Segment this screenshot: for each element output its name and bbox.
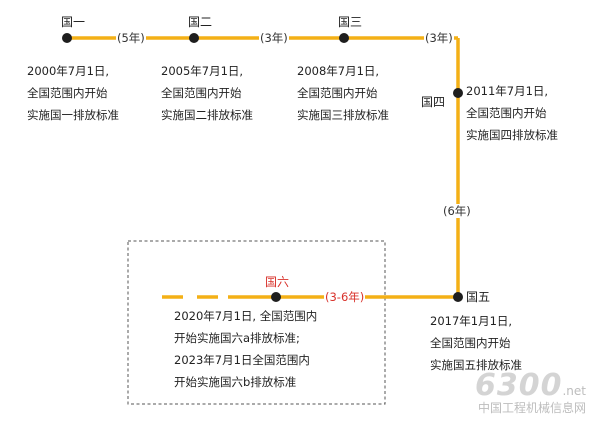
description-line: 2020年7月1日, 全国范围内	[174, 309, 318, 323]
gap-label: (3年)	[259, 31, 289, 45]
watermark-logo-number: 6300	[474, 368, 563, 403]
gap-label: (5年)	[116, 31, 146, 45]
stage-description-guoyi: 2000年7月1日, 全国范围内开始 实施国一排放标准	[27, 60, 119, 126]
watermark: 6300.net 中国工程机械信息网	[475, 371, 586, 416]
description-line: 实施国一排放标准	[27, 108, 119, 122]
description-line: 2011年7月1日,	[466, 84, 549, 98]
stage-description-guoer: 2005年7月1日, 全国范围内开始 实施国二排放标准	[161, 60, 253, 126]
description-line: 2000年7月1日,	[27, 64, 110, 78]
stage-label-guoer: 国二	[188, 15, 213, 29]
gap-label: (6年)	[442, 204, 472, 218]
stage-node-guoyi	[62, 33, 72, 43]
description-line: 实施国三排放标准	[297, 108, 389, 122]
description-line: 2008年7月1日,	[297, 64, 380, 78]
description-line: 实施国二排放标准	[161, 108, 253, 122]
gap-label: (3年)	[424, 31, 454, 45]
stage-label-guoliu: 国六	[265, 275, 290, 289]
description-line: 全国范围内开始	[297, 86, 378, 100]
description-line: 全国范围内开始	[161, 86, 242, 100]
stage-label-guosi: 国四	[421, 95, 446, 109]
description-line: 开始实施国六b排放标准	[174, 375, 297, 389]
stage-label-guoyi: 国一	[61, 15, 86, 29]
stage-label-guowu: 国五	[466, 290, 491, 304]
watermark-logo: 6300.net	[475, 371, 586, 401]
stage-node-guoer	[189, 33, 199, 43]
description-line: 全国范围内开始	[27, 86, 108, 100]
stage-label-guosan: 国三	[338, 15, 363, 29]
stage-node-guosan	[339, 33, 349, 43]
watermark-logo-suffix: .net	[562, 384, 586, 398]
description-line: 实施国四排放标准	[466, 128, 558, 142]
description-line: 2005年7月1日,	[161, 64, 244, 78]
stage-description-guosan: 2008年7月1日, 全国范围内开始 实施国三排放标准	[297, 60, 389, 126]
description-line: 全国范围内开始	[430, 336, 511, 350]
gap-label: (3-6年)	[324, 290, 366, 304]
description-line: 2017年1月1日,	[430, 314, 513, 328]
description-line: 全国范围内开始	[466, 106, 547, 120]
description-line: 开始实施国六a排放标准;	[174, 331, 300, 345]
stage-node-guoliu	[271, 292, 281, 302]
stage-node-guowu	[453, 292, 463, 302]
future-stage-dashed-box	[127, 240, 386, 405]
stage-description-guoliu: 2020年7月1日, 全国范围内 开始实施国六a排放标准; 2023年7月1日全…	[174, 305, 317, 393]
description-line: 2023年7月1日全国范围内	[174, 353, 310, 367]
stage-description-guosi: 2011年7月1日, 全国范围内开始 实施国四排放标准	[466, 80, 558, 146]
description-line: 实施国五排放标准	[430, 358, 522, 372]
watermark-site-name: 中国工程机械信息网	[477, 401, 586, 415]
stage-node-guosi	[453, 88, 463, 98]
stage-description-guowu: 2017年1月1日, 全国范围内开始 实施国五排放标准	[430, 310, 522, 376]
